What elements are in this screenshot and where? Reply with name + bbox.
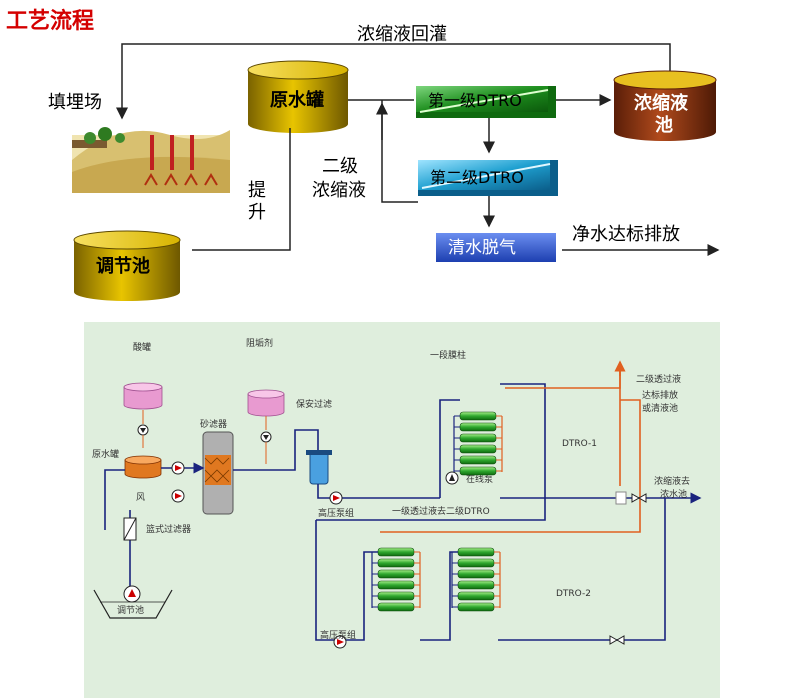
membrane-module (459, 422, 497, 432)
membrane-module (377, 547, 415, 557)
pipe-pool-to-raw (104, 469, 125, 530)
hp-pump1-label: 高压泵组 (318, 507, 354, 519)
membrane-stack-dtro2a (371, 547, 421, 612)
membrane-module (459, 466, 497, 476)
second-concentrate-line (381, 100, 418, 203)
recirculation-line (116, 43, 671, 120)
membrane-module (457, 580, 495, 590)
first-membrane-label: 一段膜柱 (430, 349, 466, 361)
concentrate-pool: 浓缩液 池 (613, 70, 717, 141)
pump-hp2 (333, 635, 347, 649)
sand-filter (202, 431, 234, 515)
membrane-module (457, 591, 495, 601)
bag-filter-label: 篮式过滤器 (146, 523, 191, 535)
membrane-module (457, 602, 495, 612)
second-concentrate-label-2: 浓缩液 (312, 180, 366, 201)
pump-hp1 (329, 491, 343, 505)
scale-inhibitor-tank (247, 389, 285, 464)
degassing-label: 清水脱气 (448, 238, 516, 258)
pump-online (445, 471, 459, 485)
pipe-security-to-hp (317, 484, 440, 499)
pipe-first-permeate-loop (316, 383, 546, 521)
second-permeate-label: 二级透过液 (636, 373, 681, 385)
raw-water-tank: 原水罐 (247, 60, 349, 133)
hp-pump2-label: 高压泵组 (320, 629, 356, 641)
acid-tank (123, 382, 163, 448)
page-title: 工艺流程 (6, 8, 94, 34)
raw-tank-label: 原水罐 (270, 89, 324, 111)
membrane-module (459, 444, 497, 454)
pipe-dtro2-permeate (380, 399, 641, 533)
membrane-module (457, 569, 495, 579)
pid-panel: 酸罐 阻垢剂 原水罐 砂滤器 保安过滤 (84, 322, 720, 698)
dtro2-label: DTRO-2 (556, 589, 591, 599)
discharge-label: 净水达标排放 (572, 224, 680, 245)
air-label: 风 (136, 492, 145, 503)
landfill-label: 填埋场 (48, 92, 102, 113)
valve-dtro2-return (609, 635, 625, 645)
first-permeate-label: 一级透过液去二级DTRO (392, 505, 490, 517)
membrane-module (457, 558, 495, 568)
pipe-down-to-hp2 (315, 520, 340, 641)
regulating-pool: 调节池 (73, 230, 181, 301)
lift-label-2: 升 (248, 202, 266, 223)
membrane-module (459, 433, 497, 443)
bag-filter (123, 517, 137, 541)
pump-raw (171, 461, 185, 475)
pid-regulating-pool-label: 调节池 (117, 604, 144, 616)
sand-filter-label: 砂滤器 (200, 418, 227, 430)
dtro1-label: DTRO-1 (562, 439, 597, 449)
concentrate-out-label-2: 浓水池 (660, 488, 687, 500)
pid-panel-bg (84, 322, 720, 698)
acid-tank-label: 酸罐 (133, 341, 151, 353)
dtro-stage1-label: 第一级DTRO (428, 91, 522, 110)
concentrate-out-label-1: 浓缩液去 (654, 475, 690, 487)
security-filter (306, 450, 332, 485)
membrane-module (377, 591, 415, 601)
landfill-illustration (72, 127, 230, 193)
valve-concentrate (631, 493, 647, 503)
online-pump-label: 在线泵 (466, 473, 493, 485)
concentrate-pool-label-2: 池 (655, 114, 673, 136)
pipe-to-dtro1 (439, 399, 460, 498)
pipe-dtro2-return (498, 498, 666, 641)
pid-raw-tank (124, 455, 162, 479)
pipe-sand-to-security (233, 429, 319, 471)
concentrate-pool-label-1: 浓缩液 (634, 92, 689, 114)
regulating-pool-label: 调节池 (96, 255, 150, 277)
membrane-module (459, 411, 497, 421)
dtro-stage2-box: 第二级DTRO (418, 160, 558, 196)
membrane-stack-dtro1 (453, 411, 503, 476)
pump-air (171, 489, 185, 503)
membrane-module (377, 602, 415, 612)
membrane-module (459, 455, 497, 465)
security-filter-label: 保安过滤 (296, 398, 332, 410)
membrane-stack-dtro2b (451, 547, 501, 612)
membrane-module (377, 569, 415, 579)
second-concentrate-label-1: 二级 (322, 156, 358, 177)
dtro-stage2-label: 第二级DTRO (430, 168, 524, 187)
lift-line (192, 128, 291, 251)
recirculation-label: 浓缩液回灌 (357, 24, 447, 45)
degassing-box: 清水脱气 (436, 233, 556, 262)
flow-meter (615, 491, 627, 505)
membrane-module (377, 558, 415, 568)
discharge-label-2: 或清液池 (642, 402, 678, 414)
dtro-stage1-box: 第一级DTRO (416, 86, 556, 118)
membrane-module (377, 580, 415, 590)
lift-label-1: 提 (248, 180, 266, 201)
membrane-module (457, 547, 495, 557)
pid-raw-tank-label: 原水罐 (92, 448, 119, 460)
top-flow-diagram: 浓缩液回灌 填埋场 原水罐 (48, 24, 720, 301)
scale-inhibitor-label: 阻垢剂 (246, 337, 273, 349)
discharge-label-1: 达标排放 (642, 389, 678, 401)
pid-regulating-pool (93, 585, 173, 619)
